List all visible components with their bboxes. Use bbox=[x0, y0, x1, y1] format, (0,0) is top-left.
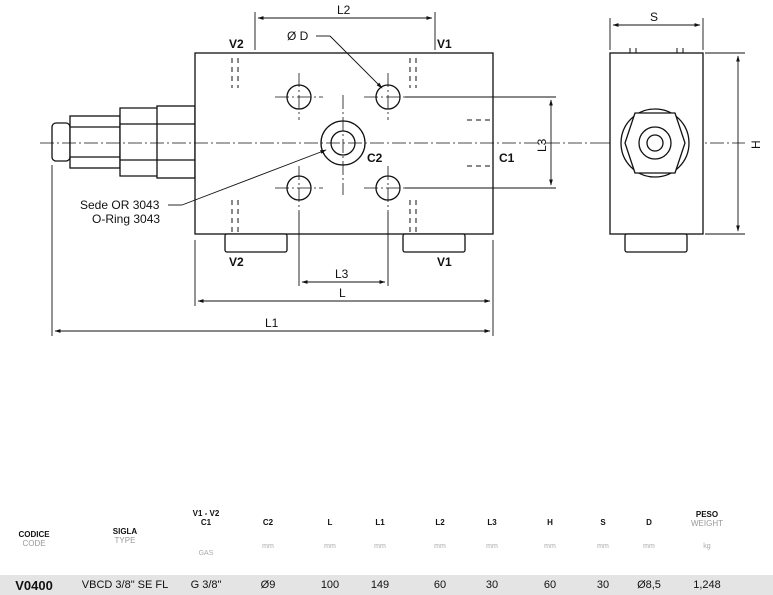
label-l2: L2 bbox=[337, 3, 351, 17]
header-sigla: SIGLA TYPE bbox=[112, 527, 138, 545]
side-port-inner bbox=[638, 126, 672, 160]
cell-s: 30 bbox=[596, 579, 610, 591]
label-sede-or: Sede OR 3043 bbox=[80, 198, 160, 212]
valve-body bbox=[194, 52, 494, 235]
side-port-outer bbox=[620, 108, 690, 178]
label-d: Ø D bbox=[287, 29, 309, 43]
side-hex bbox=[624, 112, 686, 174]
label-o-ring: O-Ring 3043 bbox=[92, 212, 160, 226]
label-h: H bbox=[749, 140, 763, 149]
header-c2: C2 mm bbox=[262, 518, 274, 550]
header-l2: L2 mm bbox=[434, 518, 446, 550]
label-c1: C1 bbox=[499, 151, 515, 165]
side-plug bbox=[624, 233, 688, 253]
header-d: D mm bbox=[643, 518, 655, 550]
plug-v1 bbox=[402, 233, 466, 253]
cell-h: 60 bbox=[543, 579, 557, 591]
header-s: S mm bbox=[597, 518, 609, 550]
header-peso: PESO WEIGHT kg bbox=[691, 510, 723, 550]
cell-gas: G 3/8" bbox=[190, 579, 222, 591]
cell-l1: 149 bbox=[370, 579, 390, 591]
cell-weight: 1,248 bbox=[693, 579, 721, 591]
table-header: CODICE CODE SIGLA TYPE V1 - V2 C1 GAS C2… bbox=[0, 500, 773, 560]
technical-drawing: L2 Ø D V2 V1 S L3 H C2 C1 Sede OR 3043 O… bbox=[40, 3, 763, 336]
front-view bbox=[51, 52, 494, 253]
label-v2-bottom: V2 bbox=[229, 255, 244, 269]
label-v2-top: V2 bbox=[229, 37, 244, 51]
cell-c2: Ø9 bbox=[260, 579, 276, 591]
dimension-lines bbox=[51, 12, 745, 336]
header-l: L mm bbox=[324, 518, 336, 550]
cartridge-stem bbox=[51, 122, 71, 162]
label-l3-vertical: L3 bbox=[535, 138, 549, 152]
cell-type: VBCD 3/8" SE FL bbox=[81, 579, 169, 591]
cartridge-collar bbox=[69, 115, 121, 169]
label-l3-horizontal: L3 bbox=[335, 267, 349, 281]
header-l1: L1 mm bbox=[374, 518, 386, 550]
label-l: L bbox=[339, 286, 346, 300]
cell-l2: 60 bbox=[433, 579, 447, 591]
label-v1-bottom: V1 bbox=[437, 255, 452, 269]
plug-v2 bbox=[224, 233, 288, 253]
label-l1: L1 bbox=[265, 316, 279, 330]
cell-l: 100 bbox=[320, 579, 340, 591]
cell-d: Ø8,5 bbox=[637, 579, 661, 591]
header-h: H mm bbox=[544, 518, 556, 550]
label-c2: C2 bbox=[367, 151, 383, 165]
side-view bbox=[609, 52, 704, 253]
table-row: V0400 VBCD 3/8" SE FL G 3/8" Ø9 100 149 … bbox=[0, 575, 773, 595]
header-codice: CODICE CODE bbox=[18, 530, 50, 548]
header-v1v2: V1 - V2 C1 GAS bbox=[192, 509, 220, 557]
cell-l3: 30 bbox=[485, 579, 499, 591]
cell-code: V0400 bbox=[15, 578, 53, 593]
header-l3: L3 mm bbox=[486, 518, 498, 550]
label-s: S bbox=[650, 10, 658, 24]
label-v1-top: V1 bbox=[437, 37, 452, 51]
